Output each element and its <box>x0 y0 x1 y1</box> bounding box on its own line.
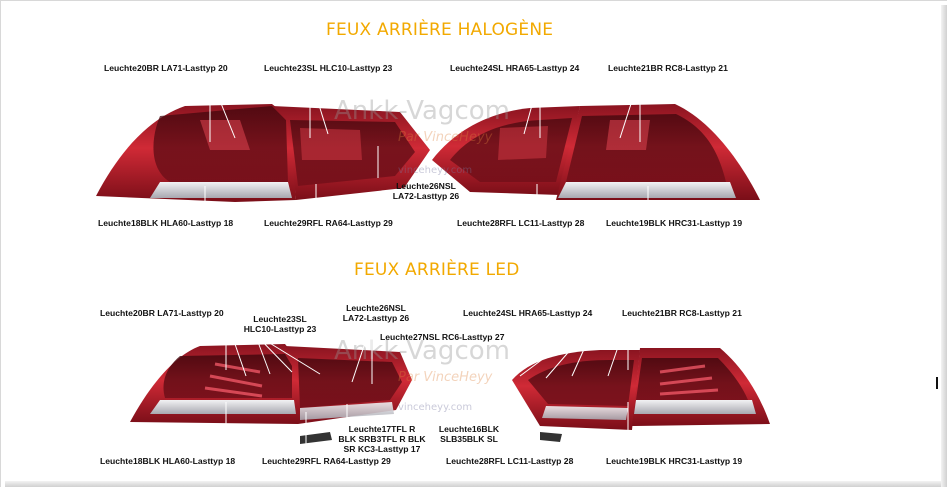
label-led-leuchte17-line2: BLK SRB3TFL R BLK <box>338 434 426 444</box>
label-led-leuchte20: Leuchte20BR LA71-Lasttyp 20 <box>100 308 224 318</box>
led-right-outer-lamp <box>632 348 770 426</box>
label-led-leuchte24: Leuchte24SL HRA65-Lasttyp 24 <box>463 308 593 318</box>
label-halogen-leuchte29: Leuchte29RFL RA64-Lasttyp 29 <box>264 218 393 228</box>
label-led-leuchte23-line2: HLC10-Lasttyp 23 <box>243 324 317 334</box>
label-halogen-leuchte23: Leuchte23SL HLC10-Lasttyp 23 <box>264 63 393 73</box>
label-led-leuchte19: Leuchte19BLK HRC31-Lasttyp 19 <box>606 456 743 466</box>
label-led-leuchte17: Leuchte17TFL R BLK SRB3TFL R BLK SR KC3-… <box>330 424 434 454</box>
label-led-leuchte16-line2: SLB35BLK SL <box>440 434 498 444</box>
label-led-leuchte23: Leuchte23SL HLC10-Lasttyp 23 <box>238 314 322 334</box>
label-led-leuchte23-line1: Leuchte23SL <box>253 314 307 324</box>
halogen-right-outer-lamp <box>556 104 760 200</box>
label-halogen-leuchte26: Leuchte26NSL LA72-Lasttyp 26 <box>386 181 466 201</box>
label-led-leuchte26: Leuchte26NSL LA72-Lasttyp 26 <box>336 303 416 323</box>
label-halogen-leuchte21: Leuchte21BR RC8-Lasttyp 21 <box>608 63 728 73</box>
label-led-leuchte28: Leuchte28RFL LC11-Lasttyp 28 <box>446 456 574 466</box>
halogen-right-inner-lamp <box>432 106 580 195</box>
label-halogen-leuchte20: Leuchte20BR LA71-Lasttyp 20 <box>104 63 228 73</box>
edge-marker <box>936 377 938 389</box>
halogen-left-outer-lamp <box>96 104 296 202</box>
label-halogen-leuchte26-line1: Leuchte26NSL <box>396 181 456 191</box>
label-led-leuchte17-line1: Leuchte17TFL R <box>348 424 416 434</box>
label-led-leuchte16-line1: Leuchte16BLK <box>438 424 500 434</box>
label-led-leuchte26-line2: LA72-Lasttyp 26 <box>342 313 410 323</box>
led-left-outer-lamp <box>130 344 298 424</box>
led-right-inner-lamp <box>512 350 640 442</box>
label-led-leuchte26-line1: Leuchte26NSL <box>346 303 406 313</box>
label-halogen-leuchte19: Leuchte19BLK HRC31-Lasttyp 19 <box>606 218 743 228</box>
label-led-leuchte27: Leuchte27NSL RC6-Lasttyp 27 <box>380 332 505 342</box>
label-halogen-leuchte18: Leuchte18BLK HLA60-Lasttyp 18 <box>98 218 234 228</box>
label-led-leuchte17-line3: SR KC3-Lasttyp 17 <box>343 444 421 454</box>
led-section-title: FEUX ARRIÈRE LED <box>354 260 520 280</box>
label-halogen-leuchte28: Leuchte28RFL LC11-Lasttyp 28 <box>457 218 585 228</box>
label-led-leuchte21: Leuchte21BR RC8-Lasttyp 21 <box>622 308 742 318</box>
halogen-section-title: FEUX ARRIÈRE HALOGÈNE <box>326 20 554 40</box>
label-led-leuchte18: Leuchte18BLK HLA60-Lasttyp 18 <box>100 456 236 466</box>
label-halogen-leuchte26-line2: LA72-Lasttyp 26 <box>392 191 460 201</box>
label-led-leuchte16: Leuchte16BLK SLB35BLK SL <box>436 424 502 444</box>
label-halogen-leuchte24: Leuchte24SL HRA65-Lasttyp 24 <box>450 63 580 73</box>
label-led-leuchte29: Leuchte29RFL RA64-Lasttyp 29 <box>262 456 391 466</box>
